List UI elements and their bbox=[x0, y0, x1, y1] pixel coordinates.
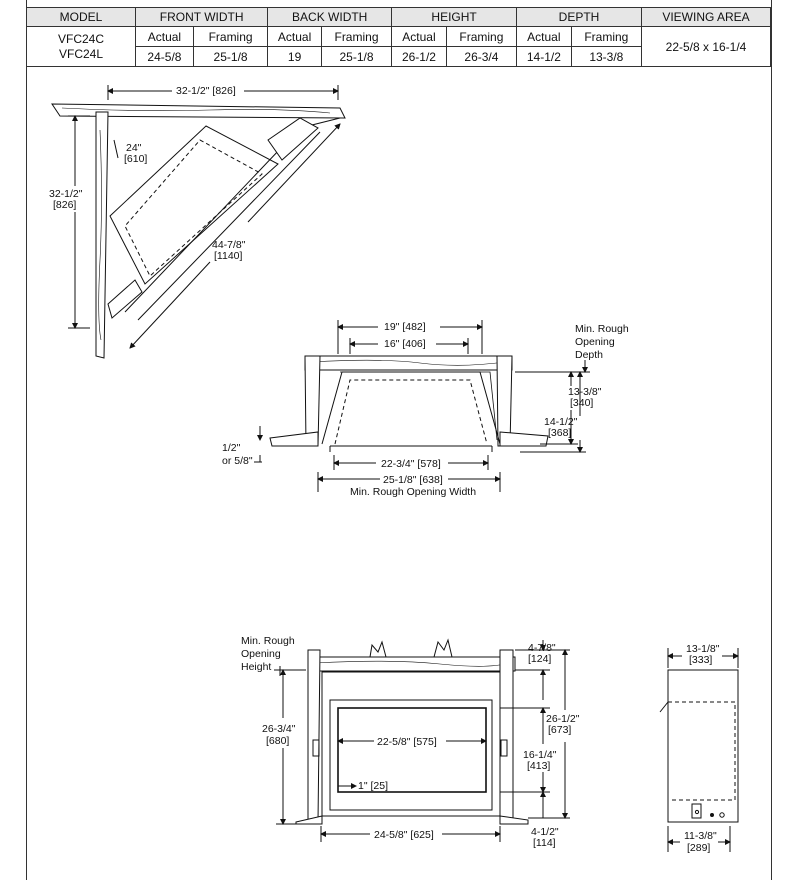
front-face bbox=[124, 117, 341, 313]
corner-side-label: 24" bbox=[126, 142, 142, 154]
front-left-stud bbox=[307, 649, 321, 823]
front-flame-2 bbox=[433, 638, 453, 658]
model-vfc24c: VFC24C bbox=[57, 31, 104, 46]
front-right-stud bbox=[499, 649, 514, 823]
model-cell: VFC24C VFC24L bbox=[26, 26, 136, 67]
top-offset-2: or 5/8" bbox=[222, 455, 253, 467]
top-front-actual: 22-3/4" [578] bbox=[381, 458, 441, 470]
side-box bbox=[667, 669, 739, 823]
header-back-width: BACK WIDTH bbox=[267, 7, 393, 27]
front-header bbox=[307, 656, 516, 672]
page-frame bbox=[26, 0, 772, 880]
top-view-right-wall bbox=[499, 431, 549, 447]
side-view bbox=[659, 648, 739, 852]
spec-header-row: MODEL FRONT WIDTH BACK WIDTH HEIGHT DEPT… bbox=[26, 7, 771, 27]
top-min-depth-3: Depth bbox=[575, 349, 603, 361]
header-model: MODEL bbox=[26, 7, 136, 27]
sub-depth-actual: Actual bbox=[516, 26, 572, 47]
front-height-actual-mm: [673] bbox=[548, 724, 571, 736]
corner-height-mm: [826] bbox=[53, 199, 76, 211]
val-back-actual: 19 bbox=[267, 46, 322, 67]
top-view-left-wall bbox=[269, 431, 319, 447]
firebox-dashed bbox=[124, 139, 263, 277]
val-front-actual: 24-5/8 bbox=[135, 46, 194, 67]
top-front-framing: 25-1/8" [638] bbox=[383, 474, 443, 486]
corner-diag-label: 44-7/8" bbox=[212, 239, 246, 251]
top-back-width: 19" [482] bbox=[384, 321, 426, 333]
header-front-width: FRONT WIDTH bbox=[134, 7, 269, 27]
front-outer-frame bbox=[321, 671, 501, 817]
front-height-framing-mm: [680] bbox=[266, 735, 289, 747]
side-control-switch bbox=[691, 803, 702, 819]
val-depth-framing: 13-3/8 bbox=[570, 46, 643, 67]
front-view bbox=[274, 638, 570, 842]
front-view-width: 22-5/8" [575] bbox=[377, 736, 437, 748]
front-base-dim-mm: [114] bbox=[533, 837, 556, 849]
corner-plan-view bbox=[51, 85, 346, 359]
val-back-framing: 25-1/8 bbox=[320, 46, 393, 67]
sub-depth-framing: Framing bbox=[570, 26, 643, 47]
top-view-box bbox=[321, 371, 501, 445]
header-depth: DEPTH bbox=[516, 7, 642, 27]
side-bottom-depth-mm: [289] bbox=[687, 842, 710, 854]
top-min-depth-1: Min. Rough bbox=[575, 323, 629, 335]
front-height-framing: 26-3/4" bbox=[262, 723, 296, 735]
corner-height-label: 32-1/2" bbox=[49, 188, 83, 200]
val-front-framing: 25-1/8 bbox=[192, 46, 269, 67]
top-depth-b-mm: [368] bbox=[548, 427, 571, 439]
top-wall-framing bbox=[51, 103, 346, 119]
corner-side-mm: [610] bbox=[124, 153, 147, 165]
top-min-width: Min. Rough Opening Width bbox=[350, 486, 476, 498]
front-top-dim: 4-7/8" bbox=[528, 642, 556, 654]
side-bottom-depth: 11-3/8" bbox=[684, 830, 717, 842]
val-height-framing: 26-3/4 bbox=[445, 46, 518, 67]
front-min-h-2: Opening bbox=[241, 648, 281, 660]
top-view-box-dashed bbox=[334, 379, 488, 445]
front-min-h-1: Min. Rough bbox=[241, 635, 295, 647]
front-min-h-3: Height bbox=[241, 661, 271, 673]
val-height-actual: 26-1/2 bbox=[391, 46, 447, 67]
front-base-dim: 4-1/2" bbox=[531, 826, 559, 838]
front-bottom-width: 24-5/8" [625] bbox=[374, 829, 434, 841]
sub-back-actual: Actual bbox=[267, 26, 322, 47]
header-height: HEIGHT bbox=[391, 7, 518, 27]
front-view-height: 16-1/4" bbox=[523, 749, 557, 761]
front-viewing-area bbox=[337, 707, 487, 793]
front-view-height-mm: [413] bbox=[527, 760, 550, 772]
model-vfc24l: VFC24L bbox=[58, 46, 104, 61]
top-offset-1: 1/2" bbox=[222, 442, 241, 454]
top-view bbox=[254, 320, 590, 492]
top-view-header bbox=[304, 355, 513, 371]
front-one-inch: 1" [25] bbox=[358, 780, 388, 792]
front-height-actual: 26-1/2" bbox=[546, 713, 580, 725]
spec-value-row: 24-5/8 25-1/8 19 25-1/8 26-1/2 26-3/4 14… bbox=[27, 46, 771, 67]
top-inner-back: 16" [406] bbox=[384, 338, 426, 350]
top-depth-a-mm: [340] bbox=[570, 397, 593, 409]
header-viewing-area: VIEWING AREA bbox=[641, 7, 771, 27]
fireplace-box bbox=[109, 125, 279, 285]
side-top-depth: 13-1/8" bbox=[686, 643, 720, 655]
top-min-depth-2: Opening bbox=[575, 336, 615, 348]
spec-subheader-row: VFC24C VFC24L Actual Framing Actual Fram… bbox=[26, 26, 771, 67]
spec-table: MODEL FRONT WIDTH BACK WIDTH HEIGHT DEPT… bbox=[26, 7, 771, 67]
sub-front-framing: Framing bbox=[192, 26, 269, 47]
left-wall-framing bbox=[95, 111, 109, 359]
corner-width-label: 32-1/2" [826] bbox=[176, 85, 236, 97]
sub-height-framing: Framing bbox=[445, 26, 518, 47]
side-top-depth-mm: [333] bbox=[689, 654, 712, 666]
top-depth-b: 14-1/2" bbox=[544, 416, 578, 428]
corner-diag-mm: [1140] bbox=[214, 250, 242, 262]
front-flame-1 bbox=[369, 640, 387, 658]
top-depth-a: 13-3/8" bbox=[568, 386, 602, 398]
sub-height-actual: Actual bbox=[391, 26, 447, 47]
val-depth-actual: 14-1/2 bbox=[516, 46, 572, 67]
front-top-dim-mm: [124] bbox=[528, 653, 551, 665]
viewing-area-value: 22-5/8 x 16-1/4 bbox=[641, 26, 771, 67]
